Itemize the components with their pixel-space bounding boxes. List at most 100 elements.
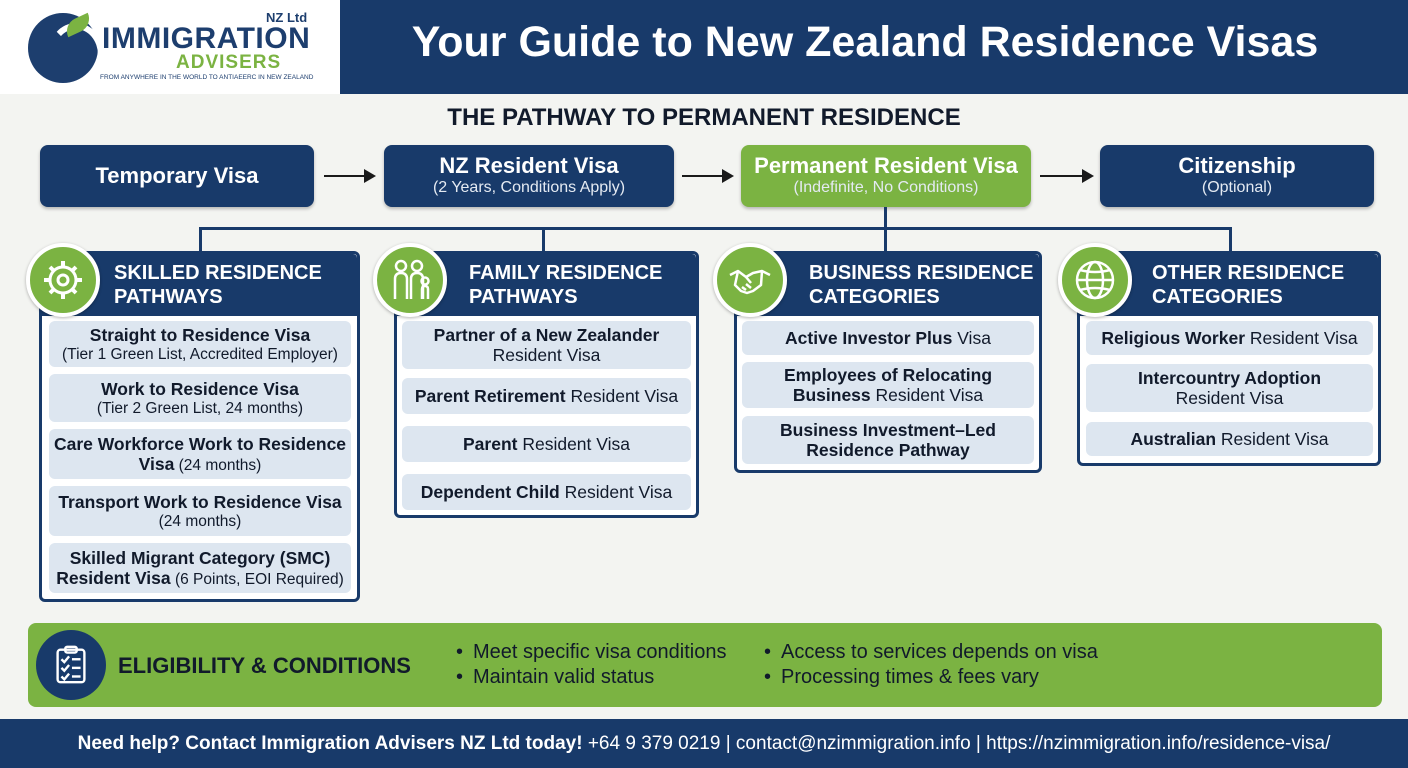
eligibility-banner: [28, 623, 1382, 707]
page-title: Your Guide to New Zealand Residence Visa…: [411, 18, 1319, 66]
visa-detail: (Tier 1 Green List, Accredited Employer): [62, 345, 338, 363]
visa-name: Employees of Relocating: [783, 365, 993, 385]
visa-item: Religious Worker Resident Visa: [1086, 321, 1373, 355]
globe-icon: [1058, 243, 1132, 317]
pathway-step-subtitle: (2 Years, Conditions Apply): [432, 179, 626, 196]
visa-detail: Resident Visa: [565, 386, 679, 406]
visa-item: Transport Work to Residence Visa (24 mon…: [49, 486, 351, 536]
panel-title-line: CATEGORIES: [1152, 286, 1283, 308]
panel-title-line: FAMILY RESIDENCE: [469, 262, 663, 284]
arrow-icon: [324, 169, 376, 183]
arrow-icon: [682, 169, 734, 183]
footer-bar: [0, 719, 1408, 768]
visa-name: Business Investment–Led: [780, 420, 996, 440]
connector-line: [1229, 227, 1232, 251]
visa-name: Parent Retirement: [414, 386, 566, 406]
visa-name: Active Investor Plus: [785, 328, 953, 348]
panel-title-line: SKILLED RESIDENCE: [114, 262, 322, 284]
visa-name: Parent: [463, 434, 518, 454]
visa-detail: Resident Visa: [1216, 429, 1329, 449]
pathway-step-citizenship: Citizenship (Optional): [1100, 145, 1374, 207]
visa-detail: Visa: [952, 328, 991, 348]
logo-line-advisers: ADVISERS: [176, 52, 282, 73]
pathway-step-subtitle: (Indefinite, No Conditions): [793, 179, 979, 196]
pathway-step-title: Temporary Visa: [95, 163, 259, 188]
arrow-icon: [1040, 169, 1094, 183]
connector-line: [199, 227, 202, 251]
family-icon: [373, 243, 447, 317]
connector-line: [199, 227, 1232, 230]
visa-item: Care Workforce Work to Residence Visa (2…: [49, 429, 351, 479]
panel-title-line: PATHWAYS: [469, 286, 578, 308]
visa-item: Parent Resident Visa: [402, 426, 691, 462]
gear-wrench-icon: [26, 243, 100, 317]
connector-line: [884, 227, 887, 251]
visa-name: Visa: [138, 453, 175, 474]
visa-item: Active Investor Plus Visa: [742, 321, 1034, 355]
pathway-step-title: NZ Resident Visa: [439, 153, 619, 178]
eligibility-bullet: Access to services depends on visa: [764, 641, 1098, 664]
panel-title-line: PATHWAYS: [114, 286, 223, 308]
visa-item: Work to Residence Visa (Tier 2 Green Lis…: [49, 374, 351, 422]
eligibility-bullet: Meet specific visa conditions: [456, 641, 726, 664]
eligibility-bullet: Maintain valid status: [456, 666, 654, 689]
visa-detail: Resident Visa: [517, 434, 630, 454]
visa-detail: Resident Visa: [1175, 388, 1284, 408]
visa-name: Transport Work to Residence Visa: [58, 491, 342, 512]
visa-detail: (24 months): [174, 456, 262, 474]
visa-name: Australian: [1130, 429, 1217, 449]
visa-detail: (24 months): [158, 512, 242, 530]
connector-line: [542, 227, 545, 251]
visa-name: Work to Residence Visa: [101, 378, 299, 399]
visa-detail: (Tier 2 Green List, 24 months): [96, 399, 304, 417]
visa-detail: Resident Visa: [492, 345, 601, 365]
handshake-icon: [713, 243, 787, 317]
visa-item: Australian Resident Visa: [1086, 422, 1373, 456]
logo-line-immigration: IMMIGRATION: [102, 22, 311, 55]
visa-item: Dependent Child Resident Visa: [402, 474, 691, 510]
header-bar: [340, 0, 1408, 94]
pathway-step-permanent: Permanent Resident Visa (Indefinite, No …: [741, 145, 1031, 207]
panel-title-line: BUSINESS RESIDENCE: [809, 262, 1034, 284]
visa-name: Straight to Residence Visa: [89, 324, 311, 345]
visa-name: Dependent Child: [420, 482, 560, 502]
visa-name: Resident Visa: [56, 567, 171, 588]
visa-detail: Resident Visa: [870, 385, 984, 405]
visa-name: Business: [792, 385, 871, 405]
section-title: THE PATHWAY TO PERMANENT RESIDENCE: [447, 104, 961, 131]
footer-lead: Need help? Contact Immigration Advisers …: [77, 733, 583, 754]
panel-title-line: CATEGORIES: [809, 286, 940, 308]
visa-detail: Resident Visa: [559, 482, 673, 502]
visa-item: Parent Retirement Resident Visa: [402, 378, 691, 414]
panel-title-line: OTHER RESIDENCE: [1152, 262, 1345, 284]
visa-name: Intercountry Adoption: [1137, 368, 1322, 388]
visa-name: Skilled Migrant Category (SMC): [69, 547, 331, 568]
eligibility-title: ELIGIBILITY & CONDITIONS: [118, 653, 411, 678]
visa-item: Straight to Residence Visa (Tier 1 Green…: [49, 321, 351, 367]
logo-company-suffix: NZ Ltd: [266, 10, 308, 25]
visa-item: Partner of a New Zealander Resident Visa: [402, 321, 691, 369]
visa-item: Business Investment–Led Residence Pathwa…: [742, 416, 1034, 464]
visa-name: Religious Worker: [1101, 328, 1246, 348]
pathway-step-subtitle: (Optional): [1201, 179, 1273, 196]
footer-details: +64 9 379 0219 | contact@nzimmigration.i…: [582, 733, 1331, 754]
visa-name: Residence Pathway: [806, 440, 970, 460]
visa-item: Employees of Relocating Business Residen…: [742, 362, 1034, 408]
checklist-icon: [36, 630, 106, 700]
pathway-step-title: Permanent Resident Visa: [754, 153, 1018, 178]
visa-name: Care Workforce Work to Residence: [53, 433, 347, 454]
connector-line: [884, 207, 887, 229]
visa-detail: Resident Visa: [1245, 328, 1358, 348]
logo-tagline: FROM ANYWHERE IN THE WORLD TO ANTIAEERC …: [100, 74, 314, 81]
pathway-step-resident: NZ Resident Visa (2 Years, Conditions Ap…: [384, 145, 674, 207]
visa-item: Intercountry Adoption Resident Visa: [1086, 364, 1373, 412]
visa-item: Skilled Migrant Category (SMC) Resident …: [49, 543, 351, 593]
visa-detail: (6 Points, EOI Required): [170, 570, 344, 588]
footer-contact: Need help? Contact Immigration Advisers …: [0, 733, 1408, 755]
pathway-step-temporary: Temporary Visa: [40, 145, 314, 207]
visa-name: Partner of a New Zealander: [433, 325, 660, 345]
pathway-step-title: Citizenship: [1178, 153, 1296, 178]
